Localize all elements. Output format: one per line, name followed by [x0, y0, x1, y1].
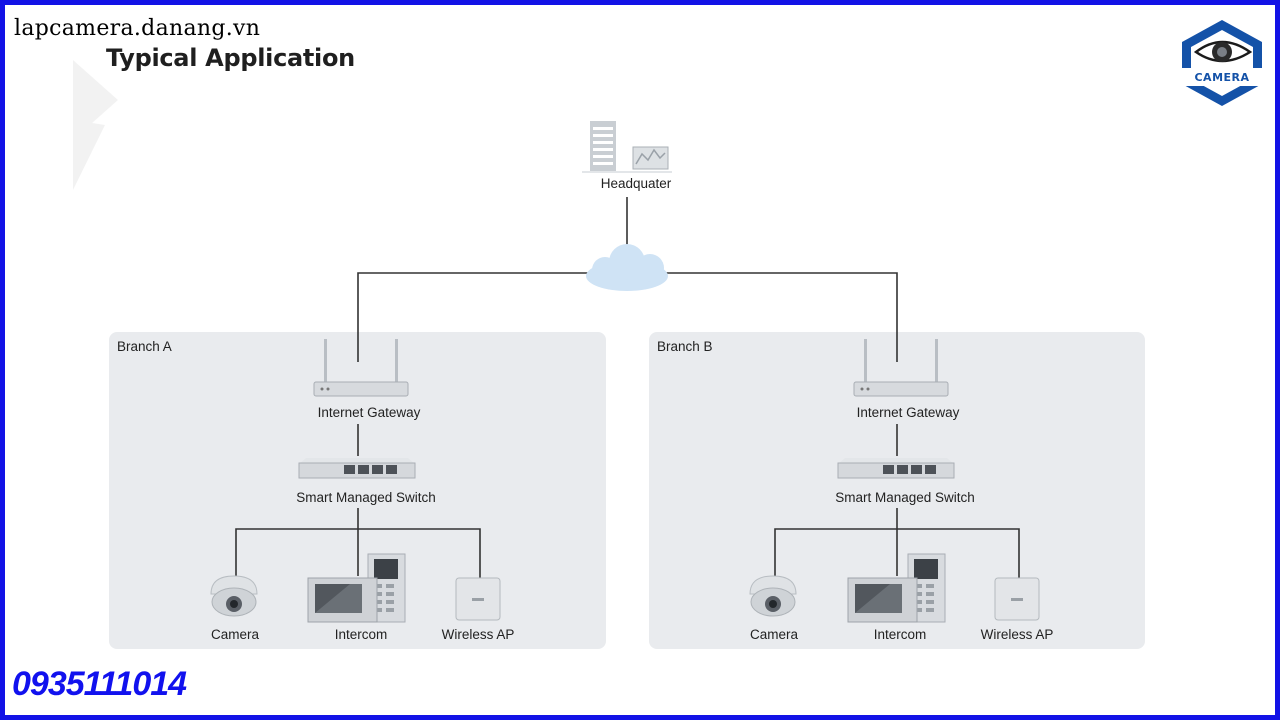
branch-b-intercom-label: Intercom [873, 627, 927, 642]
cloud-icon [586, 244, 668, 291]
branch-b-intercom-icon [847, 553, 946, 623]
connection-lines [235, 197, 1020, 578]
phone-number: 0935111014 [12, 665, 187, 703]
branch-a-switch-label: Smart Managed Switch [296, 490, 436, 505]
branch-b-switch-icon [837, 458, 955, 479]
branch-a-camera-icon [210, 575, 258, 617]
branch-b-camera-label: Camera [749, 627, 799, 642]
branch-a-wireless-ap-icon [455, 577, 501, 621]
watermark-shape [73, 60, 118, 190]
branch-a-intercom-icon [307, 553, 406, 623]
branch-a-router-icon [313, 339, 409, 397]
branch-b-panel [649, 332, 1145, 649]
branch-b-label: Branch B [657, 339, 713, 354]
branch-a-switch-icon [298, 458, 416, 479]
branch-a-intercom-label: Intercom [334, 627, 388, 642]
branch-a-panel [109, 332, 606, 649]
page-title: Typical Application [106, 44, 355, 72]
branch-a-gateway-label: Internet Gateway [317, 405, 421, 420]
branch-b-camera-icon [749, 575, 797, 617]
headquarter-label: Headquater [600, 176, 672, 191]
branch-a-wireless-ap-label: Wireless AP [441, 627, 515, 642]
branch-b-router-icon [853, 339, 949, 397]
site-name: lapcamera.danang.vn [14, 16, 261, 41]
branch-b-wireless-ap-label: Wireless AP [980, 627, 1054, 642]
logo-text: CAMERA [1194, 71, 1250, 84]
branch-b-wireless-ap-icon [994, 577, 1040, 621]
office-building-icon [582, 121, 672, 173]
branch-a-camera-label: Camera [210, 627, 260, 642]
branch-a-label: Branch A [117, 339, 172, 354]
branch-b-gateway-label: Internet Gateway [856, 405, 960, 420]
branch-b-switch-label: Smart Managed Switch [835, 490, 975, 505]
eye-camera-hexagon-logo [1182, 20, 1262, 106]
